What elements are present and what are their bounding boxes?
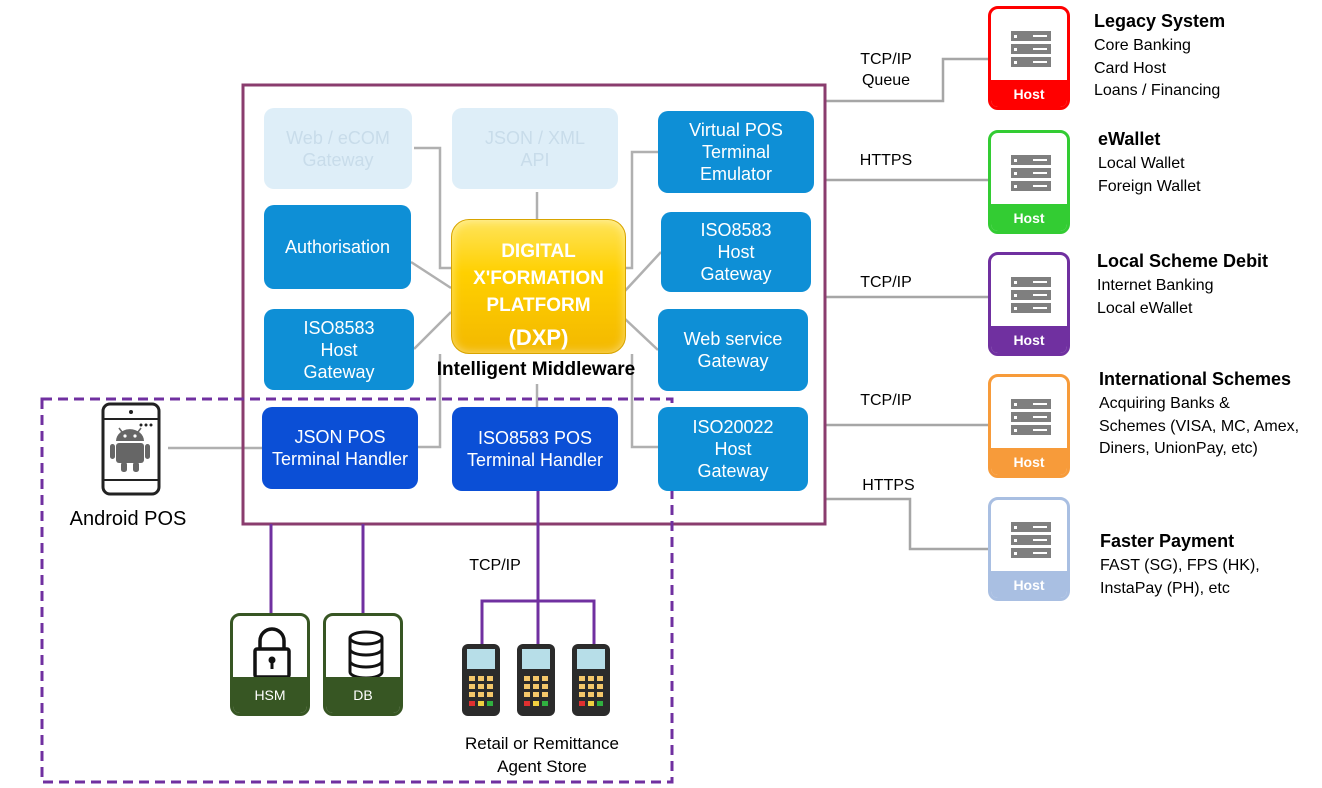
- faster-payment-host-label: Host: [991, 571, 1067, 598]
- web-ecom-gateway: Web / eCOM Gateway: [264, 108, 412, 189]
- android-pos-icon: [101, 402, 161, 496]
- legacy-system-items: Core Banking Card Host Loans / Financing: [1094, 37, 1221, 99]
- dxp-name: DIGITAL X'FORMATION PLATFORM: [473, 241, 604, 316]
- faster-payment-title: Faster Payment: [1100, 531, 1235, 551]
- store-protocol-label: TCP/IP: [469, 557, 521, 574]
- dxp-core: DIGITAL X'FORMATION PLATFORM (DXP): [451, 219, 626, 354]
- server-icon: [1011, 522, 1051, 558]
- ewallet-items: Local Wallet Foreign Wallet: [1098, 155, 1201, 195]
- android-pos-label: Android POS: [69, 508, 187, 530]
- legacy-host-label: Host: [991, 80, 1067, 107]
- faster-payment-items: FAST (SG), FPS (HK), InstaPay (PH), etc: [1100, 557, 1260, 597]
- json-pos-terminal-handler: JSON POS Terminal Handler: [262, 407, 418, 489]
- json-xml-api: JSON / XML API: [452, 108, 618, 189]
- external-connectors: [825, 57, 990, 551]
- local-scheme-items: Internet Banking Local eWallet: [1097, 277, 1214, 317]
- web-service-gateway: Web service Gateway: [658, 309, 808, 391]
- pos-terminal-icon: [572, 644, 610, 716]
- server-icon: [1011, 277, 1051, 313]
- legacy-host: Host: [988, 6, 1070, 110]
- iso8583-host-gateway-left: ISO8583 Host Gateway: [264, 309, 414, 390]
- iso8583-pos-terminal-handler: ISO8583 POS Terminal Handler: [452, 407, 618, 491]
- legacy-system-title: Legacy System: [1094, 11, 1226, 31]
- purple-links: [269, 491, 596, 644]
- middleware-title: Intelligent Middleware: [436, 359, 636, 380]
- dxp-abbrev: (DXP): [508, 325, 569, 350]
- lock-icon: [253, 627, 291, 679]
- faster-payment-connection-label: HTTPS: [862, 477, 915, 494]
- legacy-connection-label: TCP/IP Queue: [860, 51, 912, 89]
- local-scheme-title: Local Scheme Debit: [1097, 251, 1269, 271]
- local-scheme-connection-label: TCP/IP: [860, 274, 912, 291]
- ewallet-title: eWallet: [1098, 129, 1161, 149]
- server-icon: [1011, 155, 1051, 191]
- server-icon: [1011, 399, 1051, 435]
- faster-payment-host: Host: [988, 497, 1070, 601]
- international-host-label: Host: [991, 448, 1067, 475]
- ewallet-connection-label: HTTPS: [859, 152, 913, 169]
- pos-terminal-icons: [462, 644, 610, 716]
- ewallet-host-label: Host: [991, 204, 1067, 231]
- db-label: DB: [326, 677, 400, 713]
- db-box: DB: [323, 613, 403, 716]
- international-host: Host: [988, 374, 1070, 478]
- hsm-box: HSM: [230, 613, 310, 716]
- authorisation-module: Authorisation: [264, 205, 411, 289]
- store-label: Retail or Remittance Agent Store: [464, 734, 619, 776]
- pos-terminal-icon: [517, 644, 555, 716]
- database-icon: [348, 630, 384, 680]
- international-connection-label: TCP/IP: [860, 392, 912, 409]
- middleware-frame: [241, 83, 827, 526]
- store-boundary: [40, 397, 674, 784]
- internal-connectors: [168, 146, 662, 450]
- international-items: Acquiring Banks & Schemes (VISA, MC, Ame…: [1099, 395, 1300, 457]
- server-icon: [1011, 31, 1051, 67]
- virtual-pos-terminal-emulator: Virtual POS Terminal Emulator: [658, 111, 814, 193]
- iso8583-host-gateway-right: ISO8583 Host Gateway: [661, 212, 811, 292]
- international-title: International Schemes: [1099, 369, 1292, 389]
- pos-terminal-icon: [462, 644, 500, 716]
- iso20022-host-gateway: ISO20022 Host Gateway: [658, 407, 808, 491]
- local-scheme-host-label: Host: [991, 326, 1067, 353]
- ewallet-host: Host: [988, 130, 1070, 234]
- hsm-label: HSM: [233, 677, 307, 713]
- local-scheme-host: Host: [988, 252, 1070, 356]
